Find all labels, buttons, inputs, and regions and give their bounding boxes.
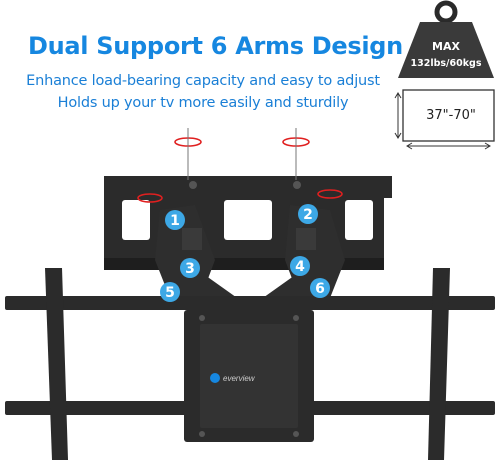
svg-text:3: 3 (185, 261, 195, 277)
weight-title: MAX (432, 40, 460, 53)
svg-text:1: 1 (170, 213, 180, 229)
vertical-brackets (45, 268, 450, 460)
subtitle-line-2: Holds up your tv more easily and sturdil… (57, 95, 349, 111)
arm-badge-3 (180, 258, 200, 278)
headline: Dual Support 6 Arms Design (28, 32, 403, 60)
tv-plate: everview (184, 310, 314, 442)
arm-badge-6 (310, 278, 330, 298)
arms (155, 205, 345, 315)
brand-logo-icon (210, 373, 220, 383)
arm-badge-4 (290, 256, 310, 276)
arm-badge-5 (160, 282, 180, 302)
brand-label: everview (223, 374, 256, 383)
weight-capacity: 132lbs/60kgs (410, 58, 481, 69)
svg-text:6: 6 (315, 281, 325, 297)
subtitle-line-1: Enhance load-bearing capacity and easy t… (26, 73, 380, 89)
tv-size-indicator (394, 89, 495, 150)
svg-text:4: 4 (295, 259, 305, 275)
rotate-arrow-icon (137, 193, 163, 203)
arm-badge-1 (165, 210, 185, 230)
rotate-arrow-icon (317, 189, 343, 199)
wall-plate (104, 176, 392, 270)
tv-size-label: 37"-70" (426, 108, 476, 123)
svg-text:5: 5 (165, 285, 175, 301)
arm-number-badges: 1 2 3 4 5 6 (160, 204, 330, 302)
arm-badge-2 (298, 204, 318, 224)
max-weight-badge: MAX 132lbs/60kgs (398, 0, 494, 78)
svg-text:2: 2 (303, 207, 313, 223)
rotation-arrows (137, 128, 343, 203)
